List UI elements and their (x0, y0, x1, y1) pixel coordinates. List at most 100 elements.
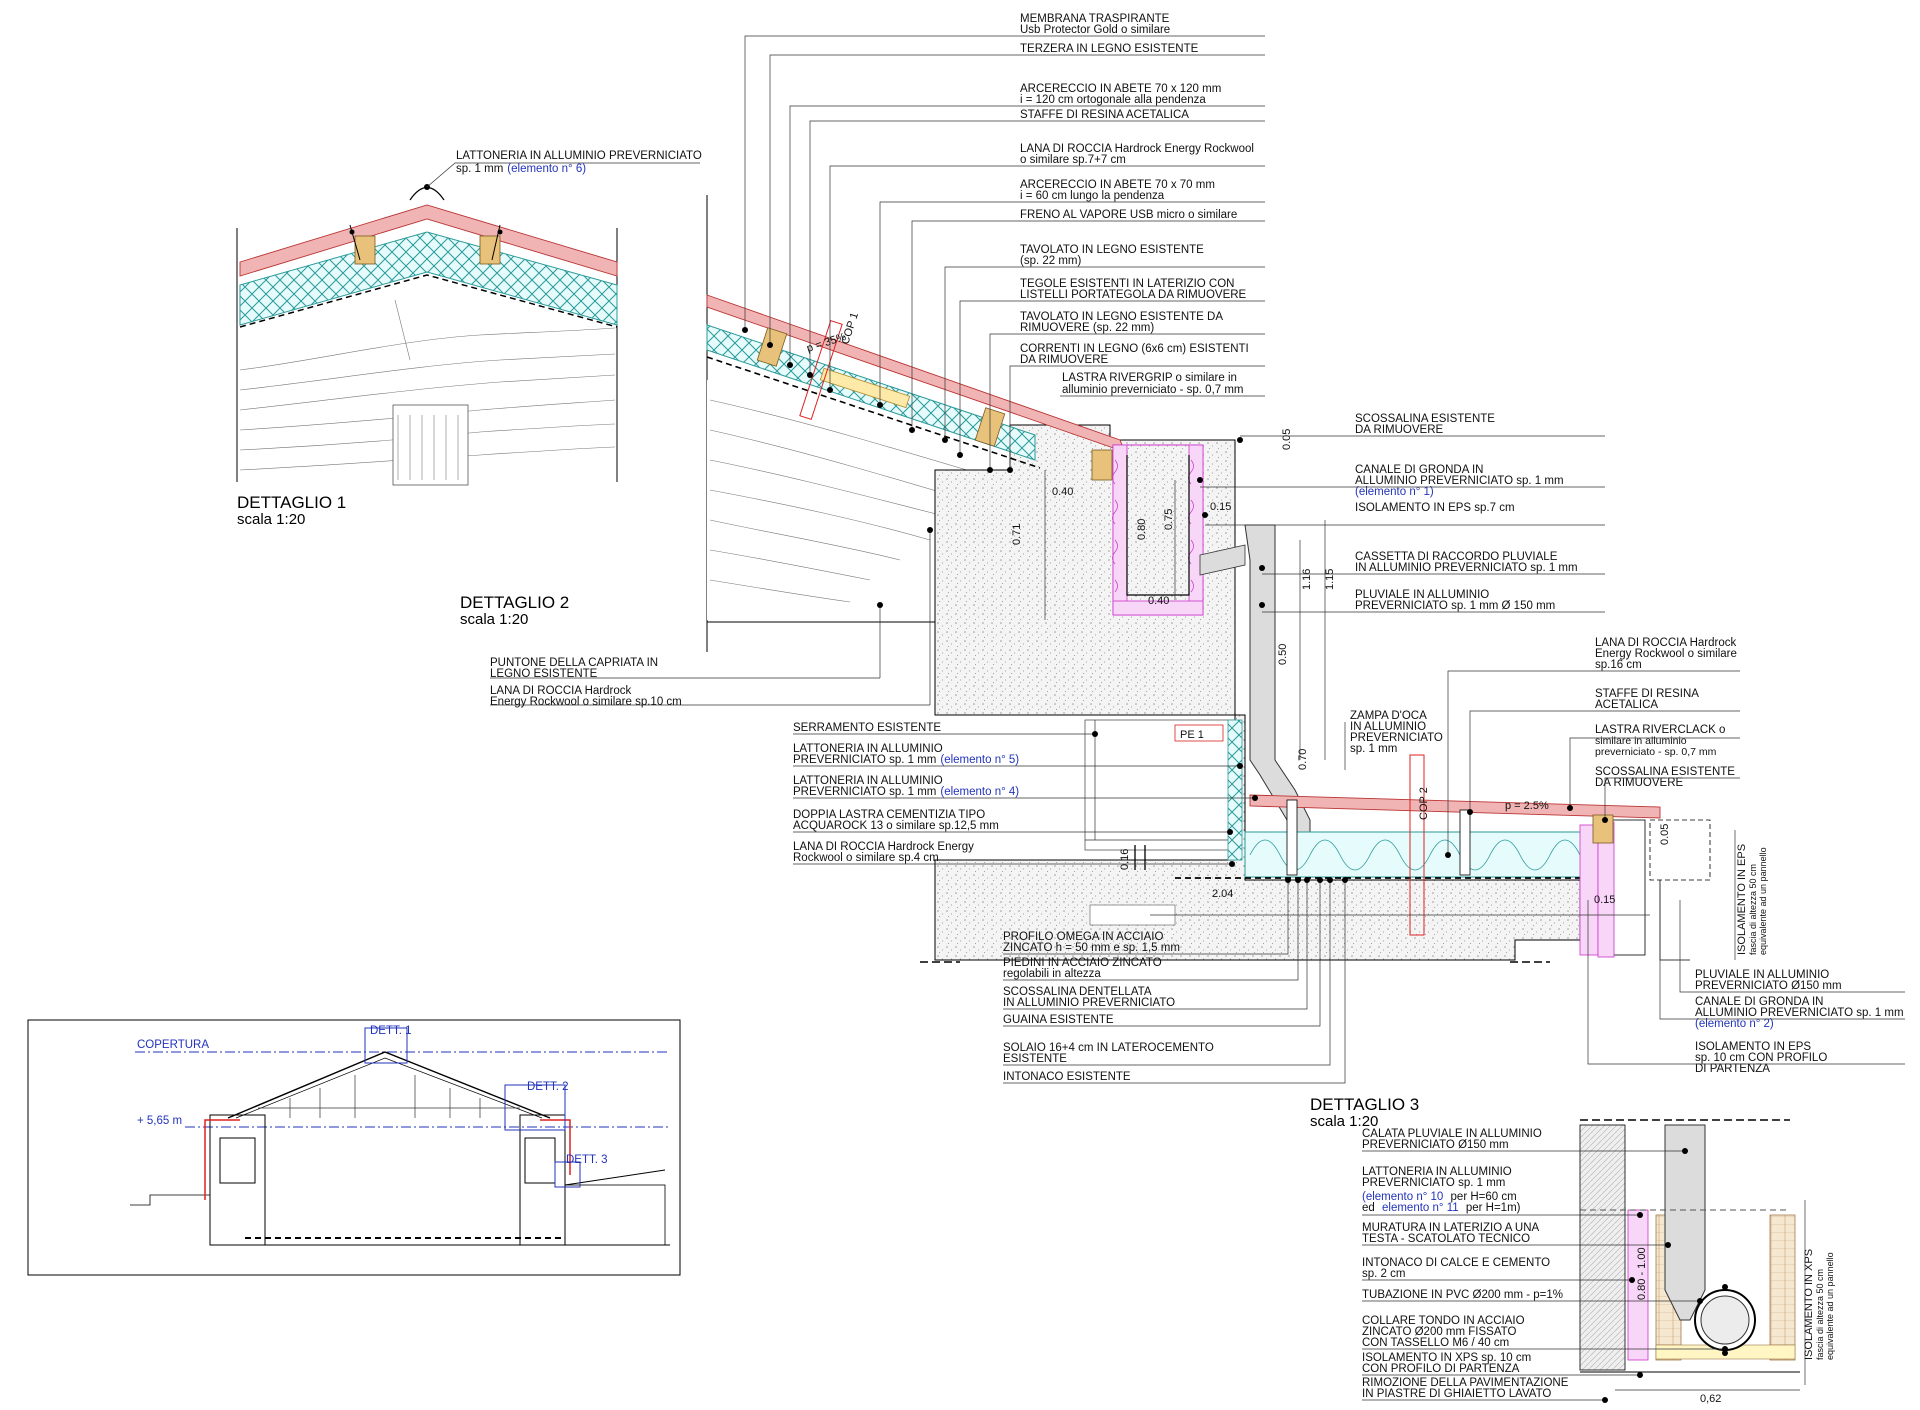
dim-015b: 0.15 (1594, 894, 1615, 906)
detail-2-scale: scala 1:20 (460, 611, 528, 628)
d4-callout-5-dot (1722, 1346, 1728, 1352)
zampa-label-2: IN ALLUMINIO (1350, 721, 1426, 733)
zampa-label-1: ZAMPA D'OCA (1350, 710, 1427, 722)
svg-text:sp. 1 mm(elemento n° 6): sp. 1 mm(elemento n° 6) (456, 163, 586, 175)
top-callout-5-line1: ARCERECCIO IN ABETE 70 x 70 mm (1020, 179, 1215, 191)
xps-vertical-line3: equivalente ad un pannello (1825, 1252, 1835, 1360)
d3-bottom-1-line2: regolabili in altezza (1003, 968, 1101, 980)
d4-ref-b2: elemento n° 11 (1382, 1202, 1459, 1214)
keyplan-level: + 5,65 m (137, 1115, 182, 1127)
zampa-label-4: sp. 1 mm (1350, 743, 1397, 755)
d3-bottom-4-leader (1003, 880, 1331, 1066)
right-callout-2-dot (1202, 512, 1208, 518)
top-callout-5-dot (877, 402, 883, 408)
d3-right-0-line2: PREVERNICIATO Ø150 mm (1695, 980, 1842, 992)
d4-ref-a2: per H=60 cm (1451, 1191, 1517, 1203)
zampa-label-3: PREVERNICIATO (1350, 732, 1443, 744)
d3-right-1-line2: ALLUMINIO PREVERNICIATO sp. 1 mm (1695, 1007, 1904, 1019)
dim-016: 0.16 (1119, 849, 1131, 870)
riverclack-label-1: LASTRA RIVERCLACK o (1595, 724, 1725, 736)
top-callout-6-leader (911, 220, 1265, 430)
d3-bottom-4-line2: ESISTENTE (1003, 1053, 1067, 1065)
d4-callout-3-dot (1629, 1277, 1635, 1283)
d4-callout-7-line2: IN PIASTRE DI GHIAIETTO LAVATO (1362, 1388, 1551, 1400)
dim-080-100: 0.80 - 1.00 (1636, 1247, 1648, 1300)
cop1-tag: COP 1 (839, 311, 861, 346)
dim-040: 0.40 (1052, 486, 1073, 498)
right-callout-0-line2: DA RIMUOVERE (1355, 424, 1444, 436)
dim-015: 0.15 (1210, 501, 1231, 513)
d3-left-1-dot (1237, 763, 1243, 769)
top-callout-6-line1: FRENO AL VAPORE USB micro o similare (1020, 209, 1237, 221)
top-callout-4-dot (827, 387, 833, 393)
top-callout-3-line1: STAFFE DI RESINA ACETALICA (1020, 109, 1189, 121)
top-callout-5-leader (879, 201, 1265, 405)
top-callout-0-line1: MEMBRANA TRASPIRANTE (1020, 13, 1170, 25)
d4-callout-2-dot (1665, 1242, 1671, 1248)
d3-left-2-ref: (elemento n° 4) (940, 786, 1019, 798)
d3-right-0-leader (1679, 900, 1905, 993)
d3-right-2-line3: DI PARTENZA (1695, 1063, 1770, 1075)
d4-callout-1-line2: PREVERNICIATO sp. 1 mm (1362, 1177, 1505, 1189)
d3-left-0-line1: SERRAMENTO ESISTENTE (793, 722, 941, 734)
d3-left-1-ref: (elemento n° 5) (940, 754, 1019, 766)
staffe-label-2: ACETALICA (1595, 699, 1658, 711)
top-callout-10-line1: CORRENTI IN LEGNO (6x6 cm) ESISTENTI (1020, 343, 1249, 355)
top-callout-10-line2: DA RIMUOVERE (1020, 354, 1109, 366)
d3-bottom-4-line1: SOLAIO 16+4 cm IN LATEROCEMENTO (1003, 1042, 1214, 1054)
pe1-tag: PE 1 (1180, 729, 1204, 741)
scossalina-label-1: SCOSSALINA ESISTENTE (1595, 766, 1735, 778)
d1-element-ref: (elemento n° 6) (507, 163, 586, 175)
top-callout-7-line2: (sp. 22 mm) (1020, 255, 1082, 267)
d3-left-4-dot (1229, 861, 1235, 867)
dim-075: 0.75 (1163, 509, 1175, 530)
rivergrip-label-line2: alluminio preverniciato - sp. 0,7 mm (1062, 384, 1244, 396)
d3-left-3-line2: ACQUAROCK 13 o similare sp.12,5 mm (793, 820, 999, 832)
top-callout-7-line1: TAVOLATO IN LEGNO ESISTENTE (1020, 244, 1204, 256)
top-callout-0-line2: Usb Protector Gold o similare (1020, 24, 1170, 36)
d3-bottom-1-dot (1295, 877, 1301, 883)
keyplan-dett2: DETT. 2 (527, 1081, 569, 1093)
d4-callout-1-line1: LATTONERIA IN ALLUMINIO (1362, 1166, 1512, 1178)
xps-vertical-line2: fascia di altezza 50 cm (1815, 1269, 1825, 1360)
detail-3-scale: scala 1:20 (1310, 1113, 1378, 1130)
d3-bottom-0-leader (1003, 880, 1289, 955)
lana-roccia-label-line2: Energy Rockwool o similare sp.10 cm (490, 696, 682, 708)
d4-callout-0-line2: PREVERNICIATO Ø150 mm (1362, 1139, 1509, 1151)
d4-callout-0-dot (1682, 1148, 1688, 1154)
d4-callout-4-line1: TUBAZIONE IN PVC Ø200 mm - p=1% (1362, 1289, 1563, 1301)
d3-right-1-line1: CANALE DI GRONDA IN (1695, 996, 1823, 1008)
d4-callout-5-line2: ZINCATO Ø200 mm FISSATO (1362, 1326, 1516, 1338)
right-callout-3-line1: CASSETTA DI RACCORDO PLUVIALE (1355, 551, 1558, 563)
d3-right-2-leader (1587, 900, 1905, 1065)
d4-callout-6-line1: ISOLAMENTO IN XPS sp. 10 cm (1362, 1352, 1531, 1364)
lana16-label-3: sp.16 cm (1595, 659, 1642, 671)
d3-left-2-dot (1252, 795, 1258, 801)
right-callout-4-line2: PREVERNICIATO sp. 1 mm Ø 150 mm (1355, 600, 1555, 612)
d4-callout-7-dot (1602, 1397, 1608, 1403)
d3-bottom-4-dot (1327, 877, 1333, 883)
top-callout-1-leader (769, 54, 1265, 345)
d3-right-1-leader (1659, 900, 1905, 1020)
top-callout-0-leader (744, 35, 1265, 330)
d4-callout-6-line2: CON PROFILO DI PARTENZA (1362, 1363, 1520, 1375)
top-callout-3-dot (807, 372, 813, 378)
top-callout-8-line1: TEGOLE ESISTENTI IN LATERIZIO CON (1020, 278, 1235, 290)
right-callout-4-dot (1259, 602, 1265, 608)
d4-callout-4-dot (1697, 1298, 1703, 1304)
right-callout-3-dot (1259, 565, 1265, 571)
top-callout-7-dot (942, 437, 948, 443)
right-callout-1-dot (1197, 477, 1203, 483)
dim-005: 0.05 (1281, 429, 1293, 450)
eps-vertical-line1: ISOLAMENTO IN EPS (1736, 844, 1748, 955)
d3-bottom-0-line2: ZINCATO h = 50 mm e sp. 1,5 mm (1003, 942, 1180, 954)
d4-callout-5-line3: CON TASSELLO M6 / 40 cm (1362, 1337, 1509, 1349)
lana16-label-1: LANA DI ROCCIA Hardrock (1595, 637, 1736, 649)
detail-3-title: DETTAGLIO 3 (1310, 1095, 1419, 1114)
d3-bottom-5-dot (1342, 877, 1348, 883)
top-callout-1-line1: TERZERA IN LEGNO ESISTENTE (1020, 43, 1199, 55)
